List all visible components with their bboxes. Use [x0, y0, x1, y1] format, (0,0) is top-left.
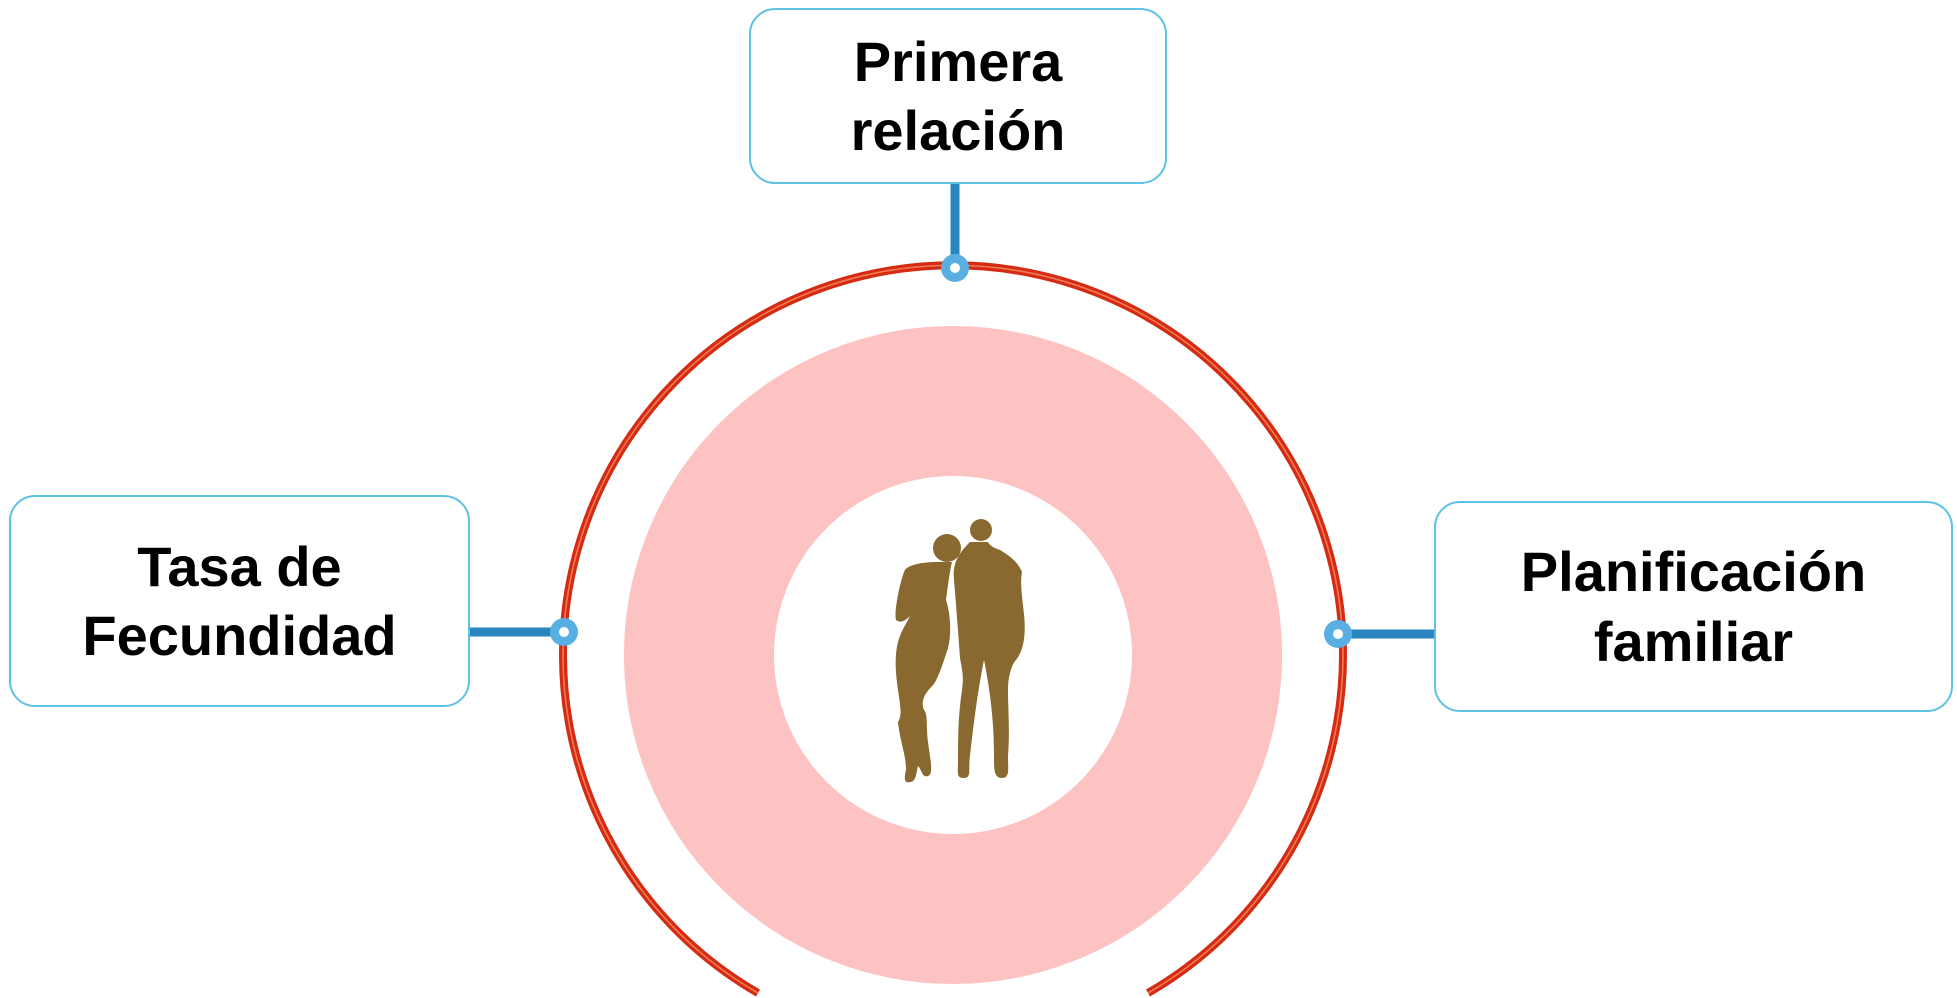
pink-ring	[624, 326, 1282, 984]
topic-label-primera-relacion: Primera relación	[851, 27, 1066, 166]
topic-box-planificacion-familiar: Planificación familiar	[1434, 501, 1953, 712]
label-line-2: Fecundidad	[82, 604, 397, 667]
connector-dot-top	[941, 254, 969, 282]
connector-dot-left	[550, 618, 578, 646]
label-line-2: relación	[850, 99, 1066, 162]
label-line-1: Planificación	[1520, 540, 1867, 604]
label-line-1: Tasa de	[137, 534, 342, 598]
topic-box-tasa-de-fecundidad: Tasa de Fecundidad	[9, 495, 470, 707]
couple-silhouette-icon	[895, 519, 1025, 783]
topic-label-planificacion-familiar: Planificación familiar	[1521, 537, 1866, 676]
label-line-2: familiar	[1593, 609, 1794, 673]
topic-label-tasa-de-fecundidad: Tasa de Fecundidad	[82, 532, 396, 671]
topic-box-primera-relacion: Primera relación	[749, 8, 1167, 184]
connector-dot-right	[1324, 620, 1352, 648]
label-line-1: Primera	[853, 29, 1063, 93]
